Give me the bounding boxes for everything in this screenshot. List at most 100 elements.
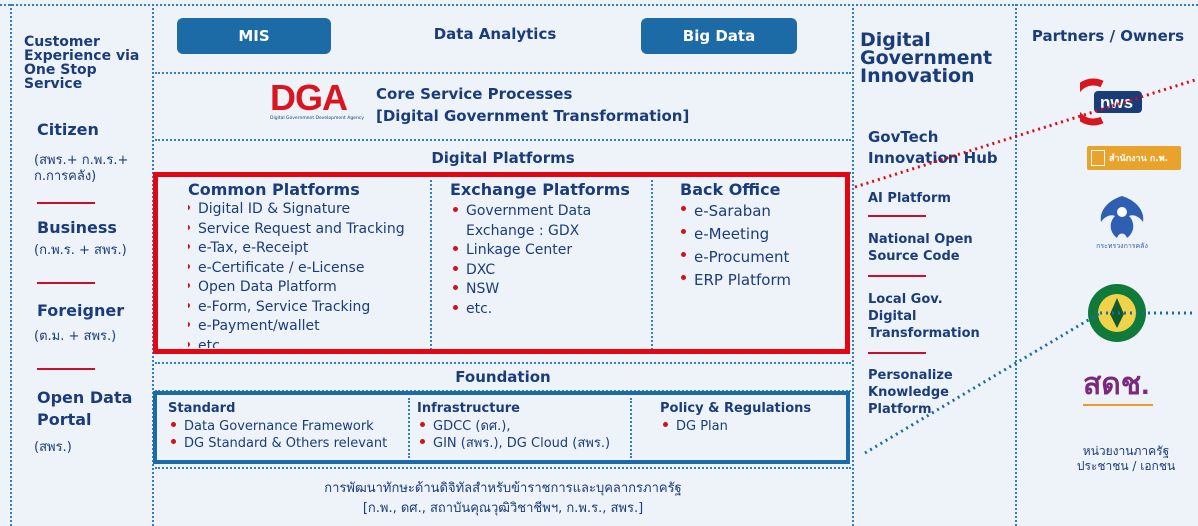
policy-title: Policy & Regulations <box>660 401 812 416</box>
core-service-title: Core Service Processes <box>376 85 573 103</box>
hr-development-line1: การพัฒนาทักษะด้านดิจิทัลสำหรับข้าราชการแ… <box>324 481 682 496</box>
back-office-title: Back Office <box>680 180 781 199</box>
citizen-owners: (สพร.+ ก.พ.ร.+ ก.การคลัง) <box>34 153 129 184</box>
dga-logo: DGA Digital Government Development Agenc… <box>270 77 364 126</box>
citizen-title: Citizen <box>37 120 99 139</box>
mis-pill: MIS <box>177 18 331 54</box>
divider-v-foundation-2 <box>630 398 632 458</box>
platforms-highlight-box <box>153 172 850 354</box>
connector-lines <box>854 78 1196 455</box>
exchange-platforms-title: Exchange Platforms <box>450 180 630 199</box>
list-item: DG Standard & Others relevant <box>168 435 406 452</box>
list-item: e-Meeting <box>678 223 845 246</box>
big-data-pill: Big Data <box>641 18 797 54</box>
foundation-header: Foundation <box>455 368 551 386</box>
frame-top-line <box>0 4 1198 6</box>
list-item: e-Saraban <box>678 200 845 223</box>
list-item: GIN (สพร.), DG Cloud (สพร.) <box>417 435 629 452</box>
data-analytics-label: Data Analytics <box>433 25 557 43</box>
list-item: e-Payment/wallet <box>188 317 428 337</box>
infrastructure-list: GDCC (ดศ.), GIN (สพร.), DG Cloud (สพร.) <box>417 418 629 452</box>
innovation-separator <box>868 275 926 277</box>
policy-list: DG Plan <box>660 418 846 435</box>
standard-list: Data Governance Framework DG Standard & … <box>168 418 406 452</box>
list-item: e-Form, Service Tracking <box>188 298 428 318</box>
left-separator <box>37 202 95 204</box>
ocsc-logo: สำนักงาน ก.พ. <box>1087 146 1181 170</box>
exchange-platforms-list: Government Data Exchange : GDX Linkage C… <box>450 202 620 319</box>
list-item: Linkage Center <box>450 241 620 261</box>
list-item: DG Plan <box>660 418 846 435</box>
list-item: etc. <box>450 300 620 320</box>
frame-left-line <box>10 4 12 526</box>
left-separator <box>37 282 95 284</box>
policy-panel: Policy & Regulations DG Plan <box>660 401 846 435</box>
divider-h-top <box>155 72 851 74</box>
customer-experience-title: Customer Experience via One Stop Service <box>24 34 140 92</box>
open-data-owners: (สพร.) <box>34 440 72 455</box>
list-item: e-Certificate / e-License <box>188 259 428 279</box>
divider-right <box>1015 4 1017 526</box>
list-item: Open Data Platform <box>188 278 428 298</box>
divider-center-right <box>852 4 854 526</box>
ocsc-logo-text: สำนักงาน ก.พ. <box>1109 154 1169 164</box>
list-item: DXC <box>450 261 620 281</box>
partners-title: Partners / Owners <box>1031 27 1185 45</box>
mdes-seal-icon <box>1088 284 1146 342</box>
dga-logo-wordmark: DGA <box>270 77 348 118</box>
divider-h-core <box>155 139 851 141</box>
blue-connector-line <box>864 311 1101 455</box>
infrastructure-panel: Infrastructure GDCC (ดศ.), GIN (สพร.), D… <box>417 401 629 452</box>
innovation-title: Digital Government Innovation <box>860 29 993 87</box>
innovation-item: National Open Source Code <box>868 232 973 264</box>
list-item: Digital ID & Signature <box>188 200 428 220</box>
hr-development-line2: [ก.พ., ดศ., สถาบันคุณวุฒิวิชาชีพฯ, ก.พ.ร… <box>362 501 644 516</box>
standard-panel: Standard Data Governance Framework DG St… <box>168 401 406 452</box>
innovation-item: Personalize Knowledge Platform <box>868 368 953 417</box>
sdch-logo-text: สดช. <box>1083 368 1150 401</box>
list-item: Service Request and Tracking <box>188 220 428 240</box>
infrastructure-title: Infrastructure <box>417 401 520 416</box>
foreigner-owners: (ต.ม. + สพร.) <box>34 329 117 344</box>
partners-footer: หน่วยงานภาครัฐ ประชาชน / เอกชน <box>1076 444 1176 473</box>
list-item: Data Governance Framework <box>168 418 406 435</box>
list-item: e-Procument <box>678 246 845 269</box>
common-platforms-panel: Common Platforms Digital ID & Signature … <box>188 180 428 348</box>
core-service-subtitle: [Digital Government Transformation] <box>376 107 690 125</box>
divider-v-foundation-1 <box>408 398 410 458</box>
standard-title: Standard <box>168 401 236 416</box>
ocsc-emblem-icon <box>1091 150 1105 166</box>
list-item: Government Data Exchange : GDX <box>450 202 620 241</box>
innovation-item: AI Platform <box>868 191 951 206</box>
ministry-of-finance-emblem: กระทรวงการคลัง <box>1091 192 1153 250</box>
innovation-item: Local Gov. Digital Transformation <box>868 292 980 341</box>
divider-h-foundation-top <box>155 362 851 364</box>
exchange-platforms-panel: Exchange Platforms Government Data Excha… <box>450 180 646 319</box>
mdes-emblem <box>1084 282 1150 344</box>
common-platforms-title: Common Platforms <box>188 180 360 199</box>
garuda-emblem-icon: กระทรวงการคลัง <box>1096 196 1148 250</box>
back-office-panel: Back Office e-Saraban e-Meeting e-Procum… <box>680 180 845 292</box>
back-office-list: e-Saraban e-Meeting e-Procument ERP Plat… <box>678 200 845 292</box>
innovation-separator <box>868 352 926 354</box>
divider-h-bottom <box>155 467 851 469</box>
business-title: Business <box>37 218 117 237</box>
open-data-portal-title: Open Data Portal <box>37 388 133 429</box>
divider-v-platforms-2 <box>651 180 653 350</box>
divider-v-platforms-1 <box>430 180 432 350</box>
dga-logo-subtext: Digital Government Development Agency <box>270 116 364 121</box>
sdch-logo: สดช. <box>1083 370 1165 414</box>
foreigner-title: Foreigner <box>37 301 125 320</box>
left-separator <box>37 368 95 370</box>
red-connector-line <box>854 78 1196 189</box>
list-item: GDCC (ดศ.), <box>417 418 629 435</box>
business-owners: (ก.พ.ร. + สพร.) <box>34 243 127 258</box>
foundation-highlight-box <box>153 391 850 464</box>
list-item: ERP Platform <box>678 269 845 292</box>
digital-platforms-header: Digital Platforms <box>431 149 575 167</box>
list-item: e-Tax, e-Receipt <box>188 239 428 259</box>
list-item: NSW <box>450 280 620 300</box>
common-platforms-list: Digital ID & Signature Service Request a… <box>188 200 428 348</box>
svg-text:กระทรวงการคลัง: กระทรวงการคลัง <box>1096 242 1148 250</box>
sdch-logo-underline <box>1083 404 1153 406</box>
